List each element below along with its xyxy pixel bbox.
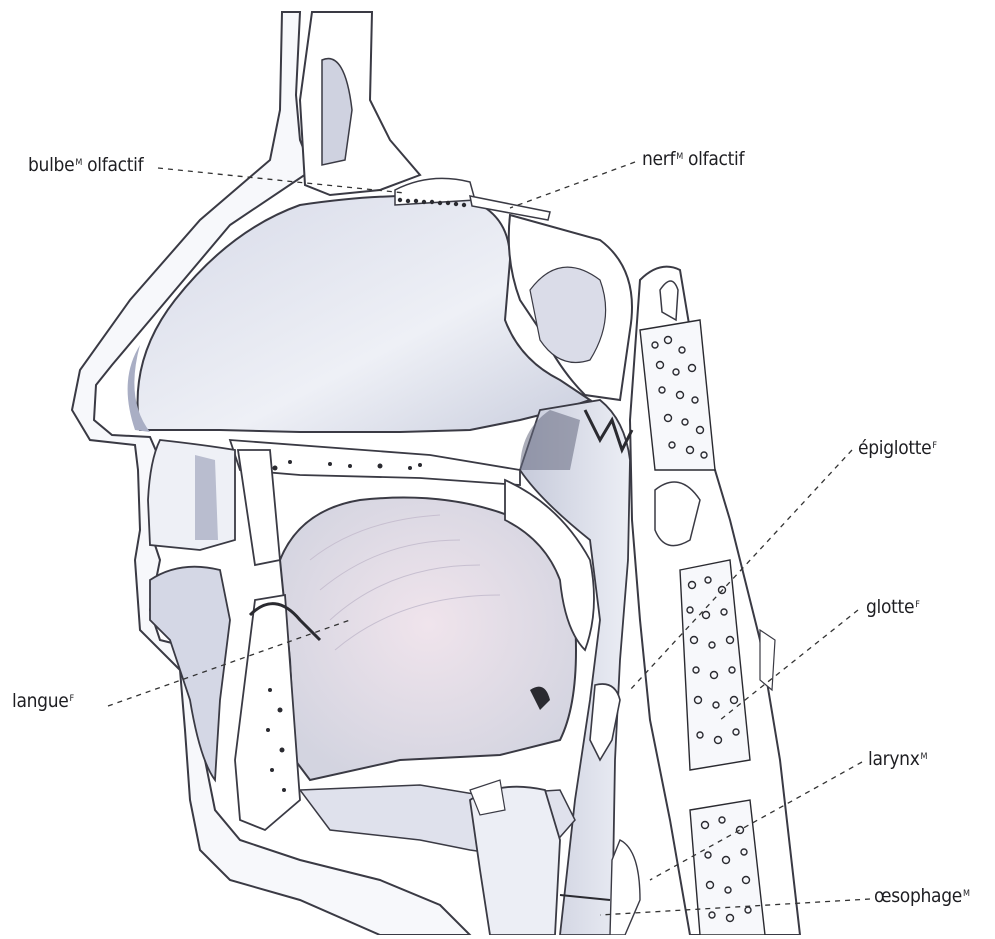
label-glotte-gender: F [915, 600, 919, 610]
label-epiglotte-gender: F [932, 441, 936, 451]
label-langue-gender: F [69, 694, 73, 704]
label-oesophage-gender: M [963, 889, 970, 899]
upper-lip [148, 440, 235, 550]
tongue [280, 498, 576, 781]
label-glotte: glotteF [866, 598, 920, 617]
label-bulbe-word: bulbe [28, 154, 74, 176]
label-nerf-rest: olfactif [688, 148, 744, 170]
label-bulbe-gender: M [75, 158, 82, 168]
label-bulbe-rest: olfactif [87, 154, 143, 176]
label-nerf-gender: M [676, 152, 683, 162]
label-glotte-word: glotte [866, 596, 914, 618]
label-bulbe-olfactif: bulbeM olfactif [28, 156, 143, 175]
label-nerf-word: nerf [642, 148, 675, 170]
label-larynx-gender: M [921, 752, 928, 762]
label-epiglotte-word: épiglotte [858, 437, 931, 459]
hard-palate [230, 440, 520, 485]
label-langue-word: langue [12, 690, 68, 712]
label-oesophage-word: œsophage [874, 885, 962, 907]
label-epiglotte: épiglotteF [858, 439, 937, 458]
label-larynx: larynxM [868, 750, 927, 769]
label-langue: langueF [12, 692, 74, 711]
label-oesophage: œsophageM [874, 887, 970, 906]
nasal-bone [300, 12, 420, 195]
label-nerf-olfactif: nerfM olfactif [642, 150, 744, 169]
leader-nerf [510, 162, 635, 208]
label-larynx-word: larynx [868, 748, 920, 770]
